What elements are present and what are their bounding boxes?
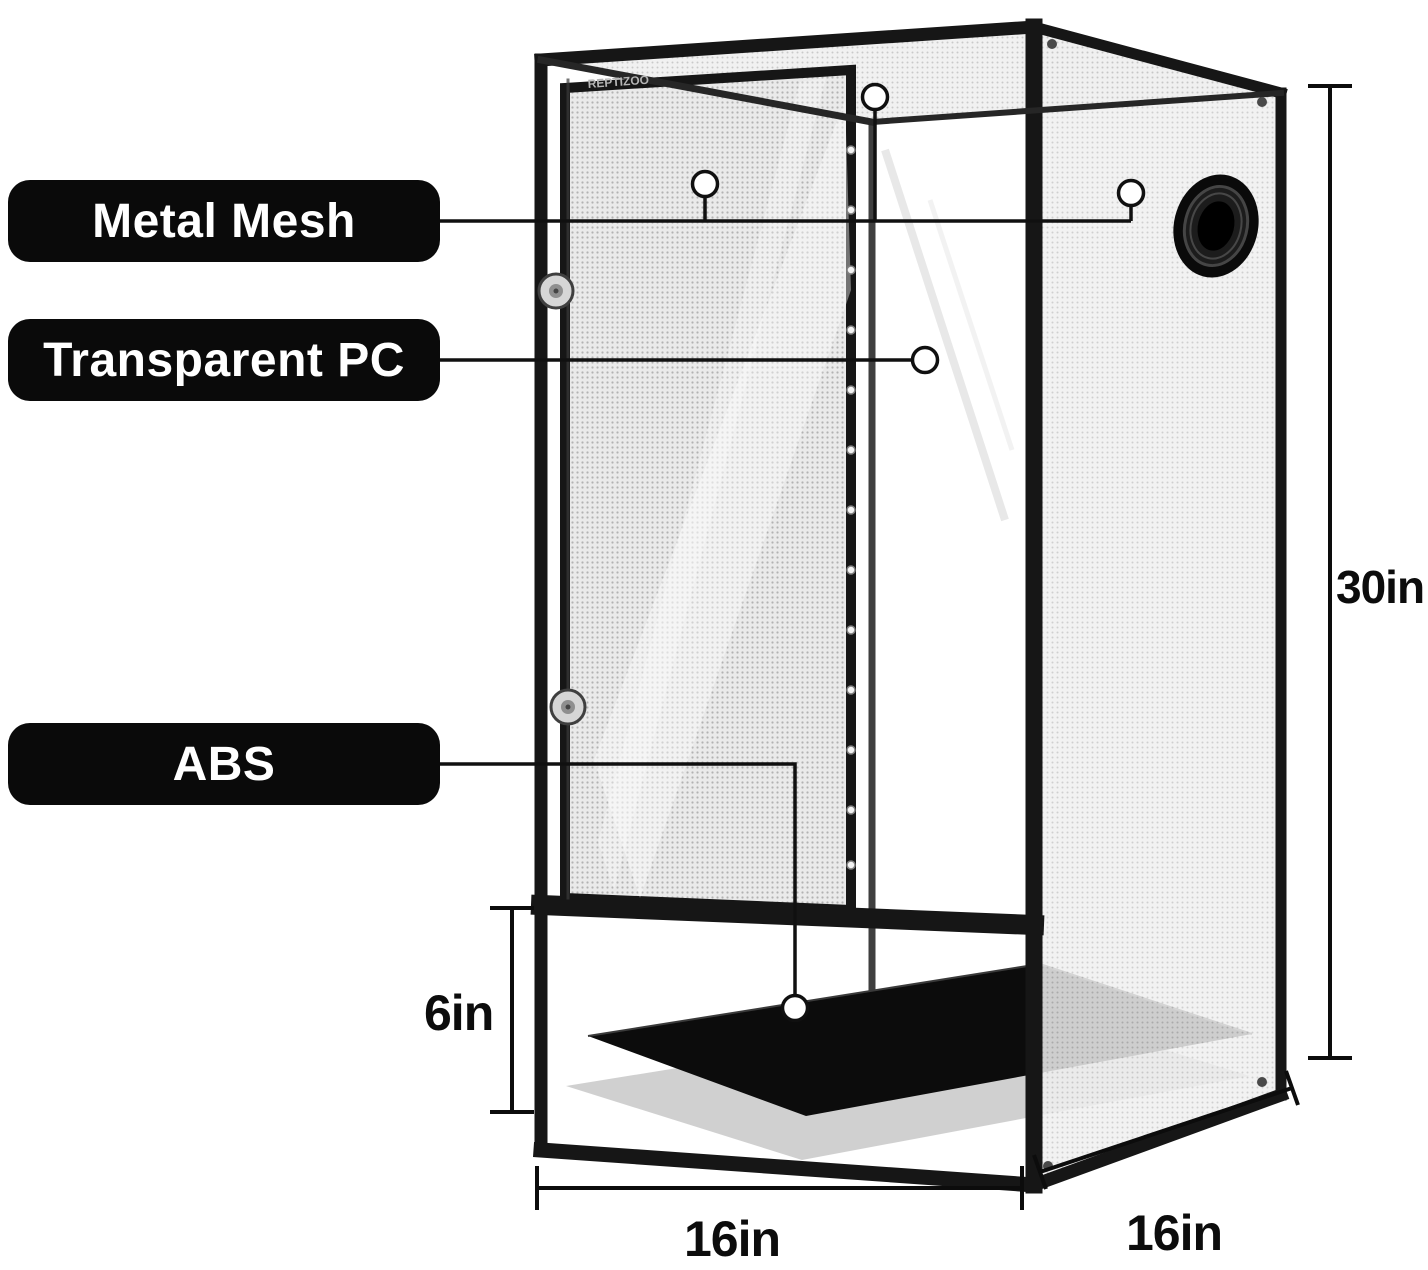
interior-reflection	[881, 148, 1009, 522]
enclosure: REPTIZOO	[530, 18, 1290, 1194]
label-abs: ABS	[8, 723, 440, 805]
lock-knob-bottom	[549, 688, 587, 726]
frame-bottom-front	[532, 1141, 1043, 1194]
interior-reflection-2	[927, 199, 1015, 451]
marker-door-mesh	[690, 169, 720, 199]
dimension-line-height	[1308, 84, 1352, 1060]
marker-transparent-pc	[910, 345, 940, 375]
frame-bottom-right	[1025, 1086, 1290, 1194]
dimension-width-label: 16in	[684, 1211, 781, 1267]
marker-top-mesh	[860, 82, 890, 112]
frame-top-back-inner	[868, 89, 1285, 126]
dimension-depth-label: 16in	[1126, 1205, 1223, 1261]
frame-top-right	[1027, 20, 1288, 100]
door-glare	[594, 100, 851, 898]
vent-port	[1173, 174, 1259, 278]
marker-abs-tray	[780, 993, 810, 1023]
door-lock-knobs	[537, 272, 587, 726]
dimension-lines	[490, 84, 1352, 1210]
dimension-line-depth	[1032, 1070, 1300, 1190]
callout-markers	[690, 82, 1146, 1023]
dimension-base-height-label: 6in	[424, 985, 494, 1041]
frame-top-left-inner	[536, 55, 877, 127]
brand-logo: REPTIZOO	[587, 73, 649, 91]
frame-edges	[530, 18, 1290, 1194]
lock-knob-top	[537, 272, 575, 310]
frame-base-divider	[530, 894, 1045, 936]
frame-top-front	[534, 20, 1041, 67]
label-transparent-pc: Transparent PC	[8, 319, 440, 401]
door-frame-screws	[846, 145, 856, 870]
side-mesh-panel	[1034, 27, 1281, 1185]
marker-side-mesh	[1116, 178, 1146, 208]
callout-line-abs	[440, 762, 797, 1008]
dimension-line-width	[535, 1166, 1024, 1210]
label-metal-mesh: Metal Mesh	[8, 180, 440, 262]
door-glare-2	[598, 78, 826, 890]
dimension-line-base-height	[490, 906, 534, 1114]
callout-lines	[440, 97, 1133, 1008]
dimension-height-label: 30in	[1336, 561, 1425, 613]
